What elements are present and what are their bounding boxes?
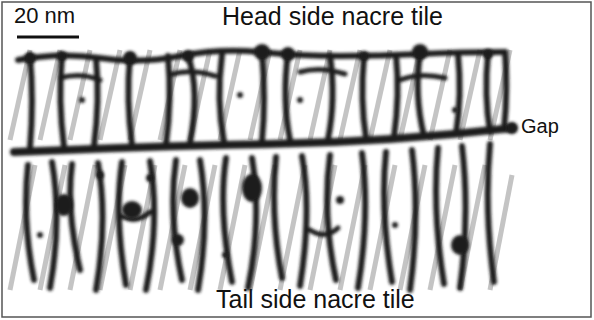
scale-label: 20 nm [14, 4, 75, 28]
frame [2, 2, 591, 317]
crystal-hatching [10, 50, 512, 290]
gap-label: Gap [521, 115, 559, 137]
tile-label: Head side nacre tile [222, 3, 443, 31]
organic-fibres [14, 51, 512, 290]
tile-label: Tail side nacre tile [216, 286, 415, 314]
protein-beads [24, 44, 518, 258]
scale-bar [17, 36, 79, 39]
